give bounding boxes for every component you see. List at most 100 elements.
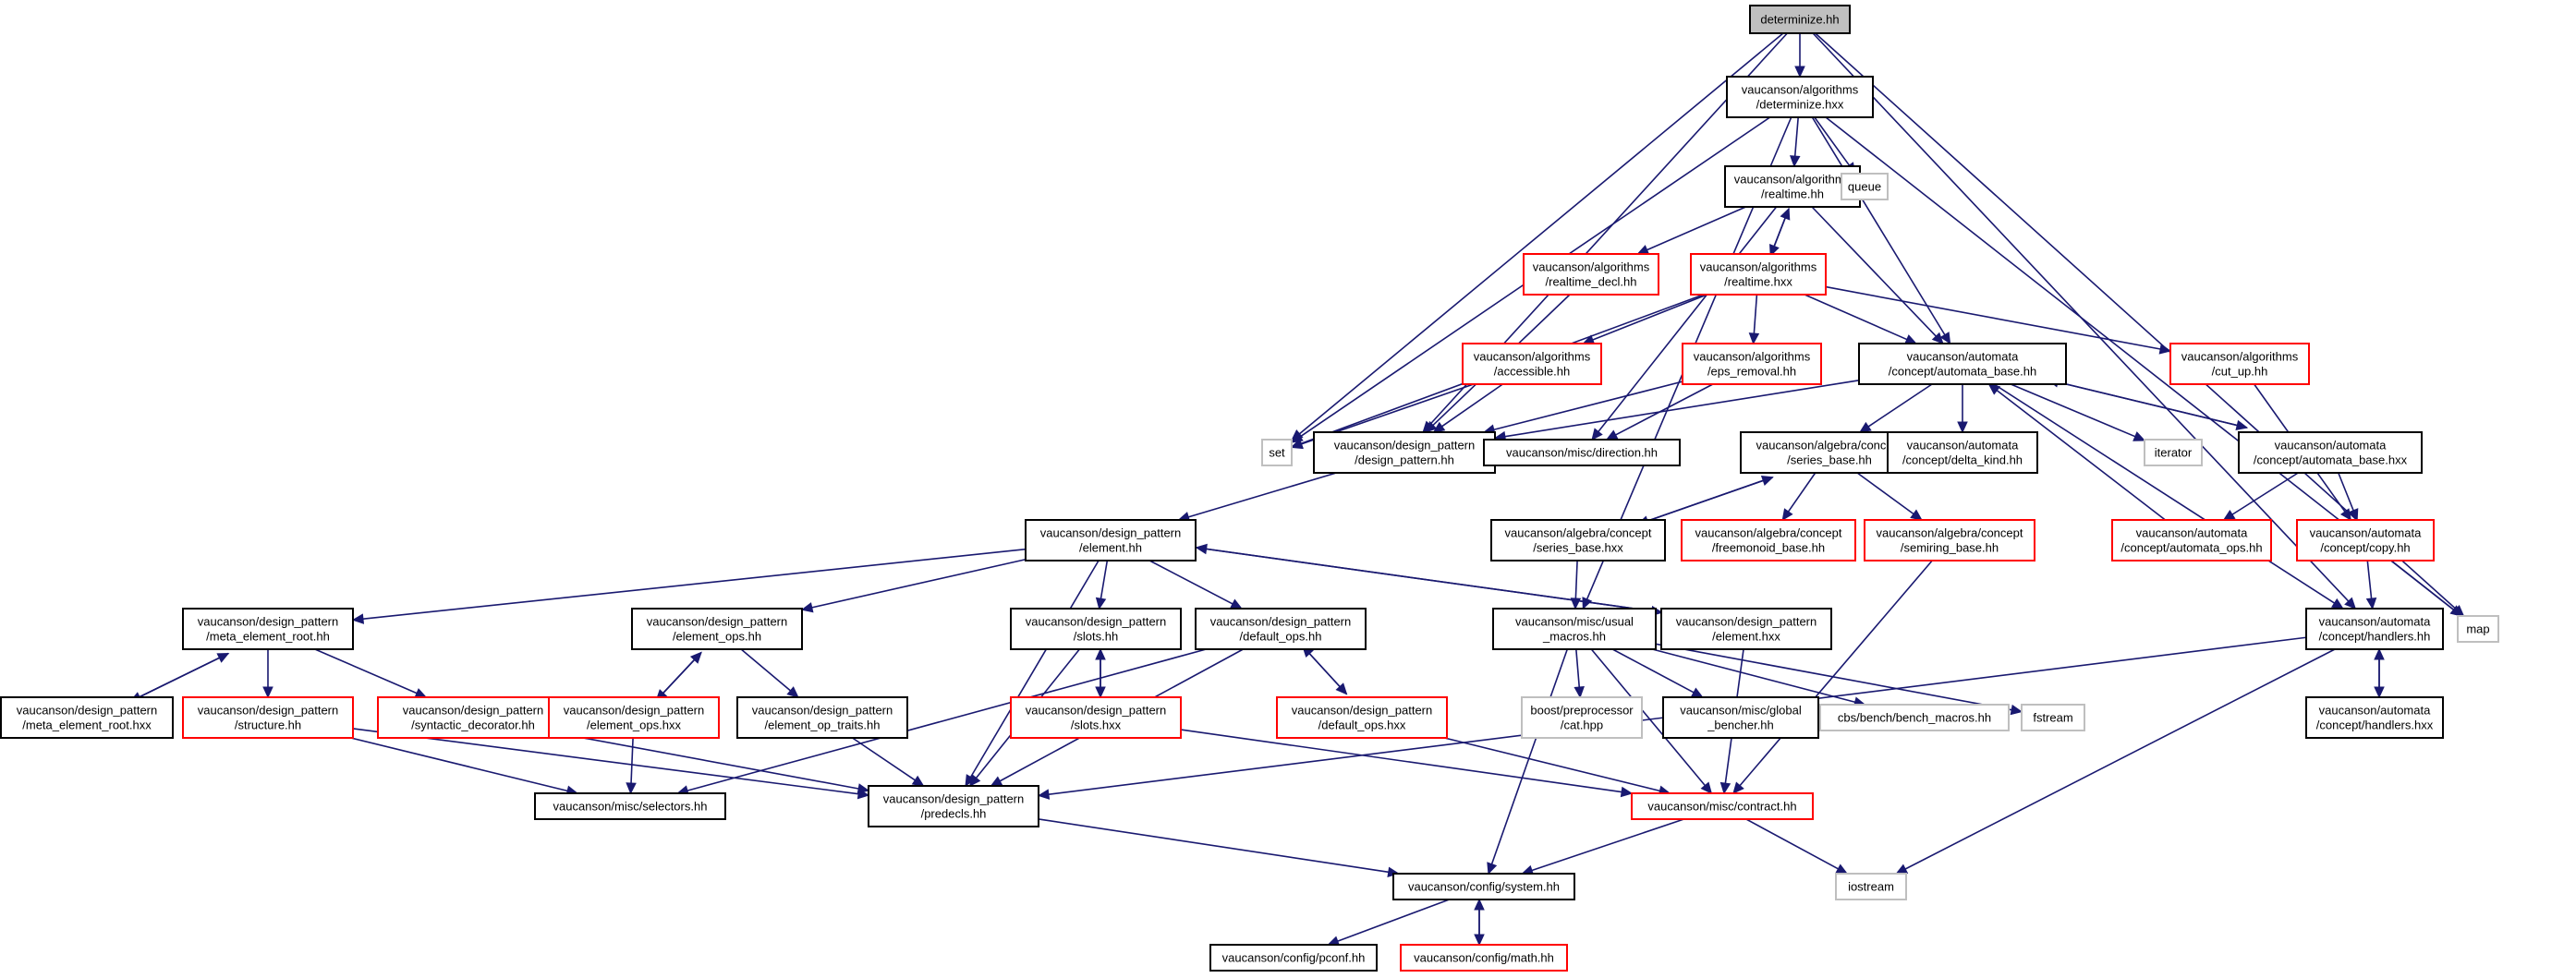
node-box [377, 696, 569, 739]
edge-line [1308, 653, 1348, 695]
node-automata_base_hh[interactable]: vaucanson/automata/concept/automata_base… [1858, 343, 2067, 385]
node-semiring_base_hh[interactable]: vaucanson/algebra/concept/semiring_base.… [1864, 519, 2035, 561]
node-handlers_hh[interactable]: vaucanson/automata/concept/handlers.hh [2305, 608, 2444, 650]
node-slots_hh[interactable]: vaucanson/design_pattern/slots.hh [1010, 608, 1182, 650]
node-design_pattern_hh[interactable]: vaucanson/design_pattern/design_pattern.… [1313, 431, 1496, 474]
node-handlers_hxx[interactable]: vaucanson/automata/concept/handlers.hxx [2305, 696, 2444, 739]
edge-default_ops_hxx-to-contract_hh [1444, 737, 1671, 796]
node-selectors_hh[interactable]: vaucanson/misc/selectors.hh [534, 792, 726, 820]
edge-predecls_hh-to-system_hh [1038, 818, 1400, 877]
node-label-line: vaucanson/misc/usual [1515, 615, 1634, 629]
edge-line [655, 658, 696, 701]
arrowhead [1095, 647, 1106, 660]
node-default_ops_hxx[interactable]: vaucanson/design_pattern/default_ops.hxx [1276, 696, 1448, 739]
node-meta_element_root_hxx[interactable]: vaucanson/design_pattern/meta_element_ro… [0, 696, 174, 739]
arrowhead [1700, 781, 1713, 794]
arrowhead [2132, 431, 2146, 441]
node-usual_macros_hh[interactable]: vaucanson/misc/usual_macros.hh [1492, 608, 1657, 650]
node-box [1660, 608, 1832, 650]
node-label-line: /default_ops.hxx [1318, 718, 1406, 732]
node-box [548, 696, 720, 739]
edge-line [1825, 285, 2161, 350]
node-label-line: /element_ops.hh [673, 630, 761, 644]
node-label-line: determinize.hh [1760, 13, 1839, 27]
node-automata_base_hxx[interactable]: vaucanson/automata/concept/automata_base… [2238, 431, 2423, 474]
node-freemonoid_base_hh[interactable]: vaucanson/algebra/concept/freemonoid_bas… [1681, 519, 1856, 561]
node-label-line: vaucanson/automata [2275, 439, 2387, 453]
edge-contract_hh-to-iostream [1745, 818, 1849, 875]
node-element_ops_hh[interactable]: vaucanson/design_pattern/element_ops.hh [631, 608, 803, 650]
edge-line [1904, 648, 2336, 870]
node-box [1209, 944, 1378, 972]
arrowhead [689, 651, 702, 664]
edge-slots_hxx-to-contract_hh [1180, 729, 1634, 798]
node-syntactic_decorator_hh[interactable]: vaucanson/design_pattern/syntactic_decor… [377, 696, 569, 739]
node-label-line: /determinize.hxx [1756, 98, 1844, 112]
edge-usual_macros_hh-to-contract_hh [1590, 648, 1713, 794]
arrowhead [1895, 863, 1909, 875]
node-box [1662, 696, 1819, 739]
node-label-line: vaucanson/algebra/concept [1876, 526, 2023, 540]
edge-line [1637, 479, 1764, 525]
arrowhead [2365, 597, 2377, 610]
edge-element_hh-to-slots_hh [1095, 560, 1109, 610]
arrowhead [2344, 597, 2357, 610]
edge-series_base_hh-to-semiring_base_hh [1856, 472, 1923, 521]
node-box [1261, 439, 1293, 466]
node-cut_up_hh[interactable]: vaucanson/algorithms/cut_up.hh [2169, 343, 2310, 385]
edge-line [687, 648, 1207, 791]
node-element_ops_hxx[interactable]: vaucanson/design_pattern/element_ops.hxx [548, 696, 720, 739]
node-realtime_decl_hh[interactable]: vaucanson/algorithms/realtime_decl.hh [1523, 253, 1659, 296]
edge-element_hh-to-default_ops_hh [1148, 560, 1243, 610]
arrowhead [1835, 863, 1849, 875]
node-box [1682, 343, 1822, 385]
edge-handlers_hxx-to-handlers_hh [2374, 647, 2385, 697]
node-label-line: vaucanson/design_pattern [1026, 704, 1167, 718]
edge-line [1598, 206, 1778, 432]
node-slots_hxx[interactable]: vaucanson/design_pattern/slots.hxx [1010, 696, 1182, 739]
arrowhead [2449, 605, 2463, 617]
edge-meta_element_root_hxx-to-meta_element_root_hh [129, 652, 230, 703]
edge-line [1993, 383, 2335, 604]
node-label-line: vaucanson/misc/global [1680, 704, 1802, 718]
node-system_hh[interactable]: vaucanson/config/system.hh [1392, 873, 1575, 900]
node-determinize_hh[interactable]: determinize.hh [1749, 5, 1851, 34]
node-copy_hh[interactable]: vaucanson/automata/concept/copy.hh [2296, 519, 2435, 561]
edge-determinize_hxx-to-queue [1814, 116, 1856, 175]
node-math_hh[interactable]: vaucanson/config/math.hh [1400, 944, 1568, 972]
edge-eps_removal_hh-to-design_pattern_hh [1482, 380, 1683, 435]
node-accessible_hh[interactable]: vaucanson/algorithms/accessible.hh [1462, 343, 1602, 385]
node-structure_hh[interactable]: vaucanson/design_pattern/structure.hh [182, 696, 354, 739]
node-label-line: vaucanson/design_pattern [1040, 526, 1182, 540]
node-realtime_hh[interactable]: vaucanson/algorithms/realtime.hh [1724, 165, 1861, 208]
node-eps_removal_hh[interactable]: vaucanson/algorithms/eps_removal.hh [1682, 343, 1822, 385]
edge-line [129, 657, 220, 703]
edge-line [1811, 116, 1946, 336]
node-contract_hh[interactable]: vaucanson/misc/contract.hh [1631, 792, 1814, 820]
node-realtime_hxx[interactable]: vaucanson/algorithms/realtime.hxx [1690, 253, 1827, 296]
arrowhead [911, 775, 925, 787]
node-global_bencher_hh[interactable]: vaucanson/misc/global_bencher.hh [1662, 696, 1819, 739]
node-automata_ops_hh[interactable]: vaucanson/automata/concept/automata_ops.… [2111, 519, 2272, 561]
node-pconf_hh[interactable]: vaucanson/config/pconf.hh [1209, 944, 1378, 972]
node-label-line: /element.hh [1079, 541, 1142, 555]
node-delta_kind_hh[interactable]: vaucanson/automata/concept/delta_kind.hh [1887, 431, 2038, 474]
edge-design_pattern_hh-to-element_hh [1177, 472, 1337, 523]
edge-syntactic_decorator_hh-to-predecls_hh [567, 734, 870, 794]
node-series_base_hxx[interactable]: vaucanson/algebra/concept/series_base.hx… [1490, 519, 1666, 561]
node-element_hxx[interactable]: vaucanson/design_pattern/element.hxx [1660, 608, 1832, 650]
node-element_hh[interactable]: vaucanson/design_pattern/element.hh [1025, 519, 1197, 561]
arrowhead [1858, 421, 1872, 433]
node-box [1724, 165, 1861, 208]
edge-realtime_hxx-to-eps_removal_hh [1748, 294, 1760, 345]
edge-line [1180, 729, 1622, 793]
node-default_ops_hh[interactable]: vaucanson/design_pattern/default_ops.hh [1195, 608, 1367, 650]
node-direction_hh[interactable]: vaucanson/misc/direction.hh [1483, 439, 1681, 466]
node-predecls_hh[interactable]: vaucanson/design_pattern/predecls.hh [868, 785, 1039, 827]
node-box [2457, 615, 2499, 643]
node-determinize_hxx[interactable]: vaucanson/algorithms/determinize.hxx [1726, 76, 1874, 118]
node-meta_element_root_hh[interactable]: vaucanson/design_pattern/meta_element_ro… [182, 608, 354, 650]
node-element_op_traits_hh[interactable]: vaucanson/design_pattern/element_op_trai… [736, 696, 908, 739]
edge-line [1753, 294, 1758, 334]
